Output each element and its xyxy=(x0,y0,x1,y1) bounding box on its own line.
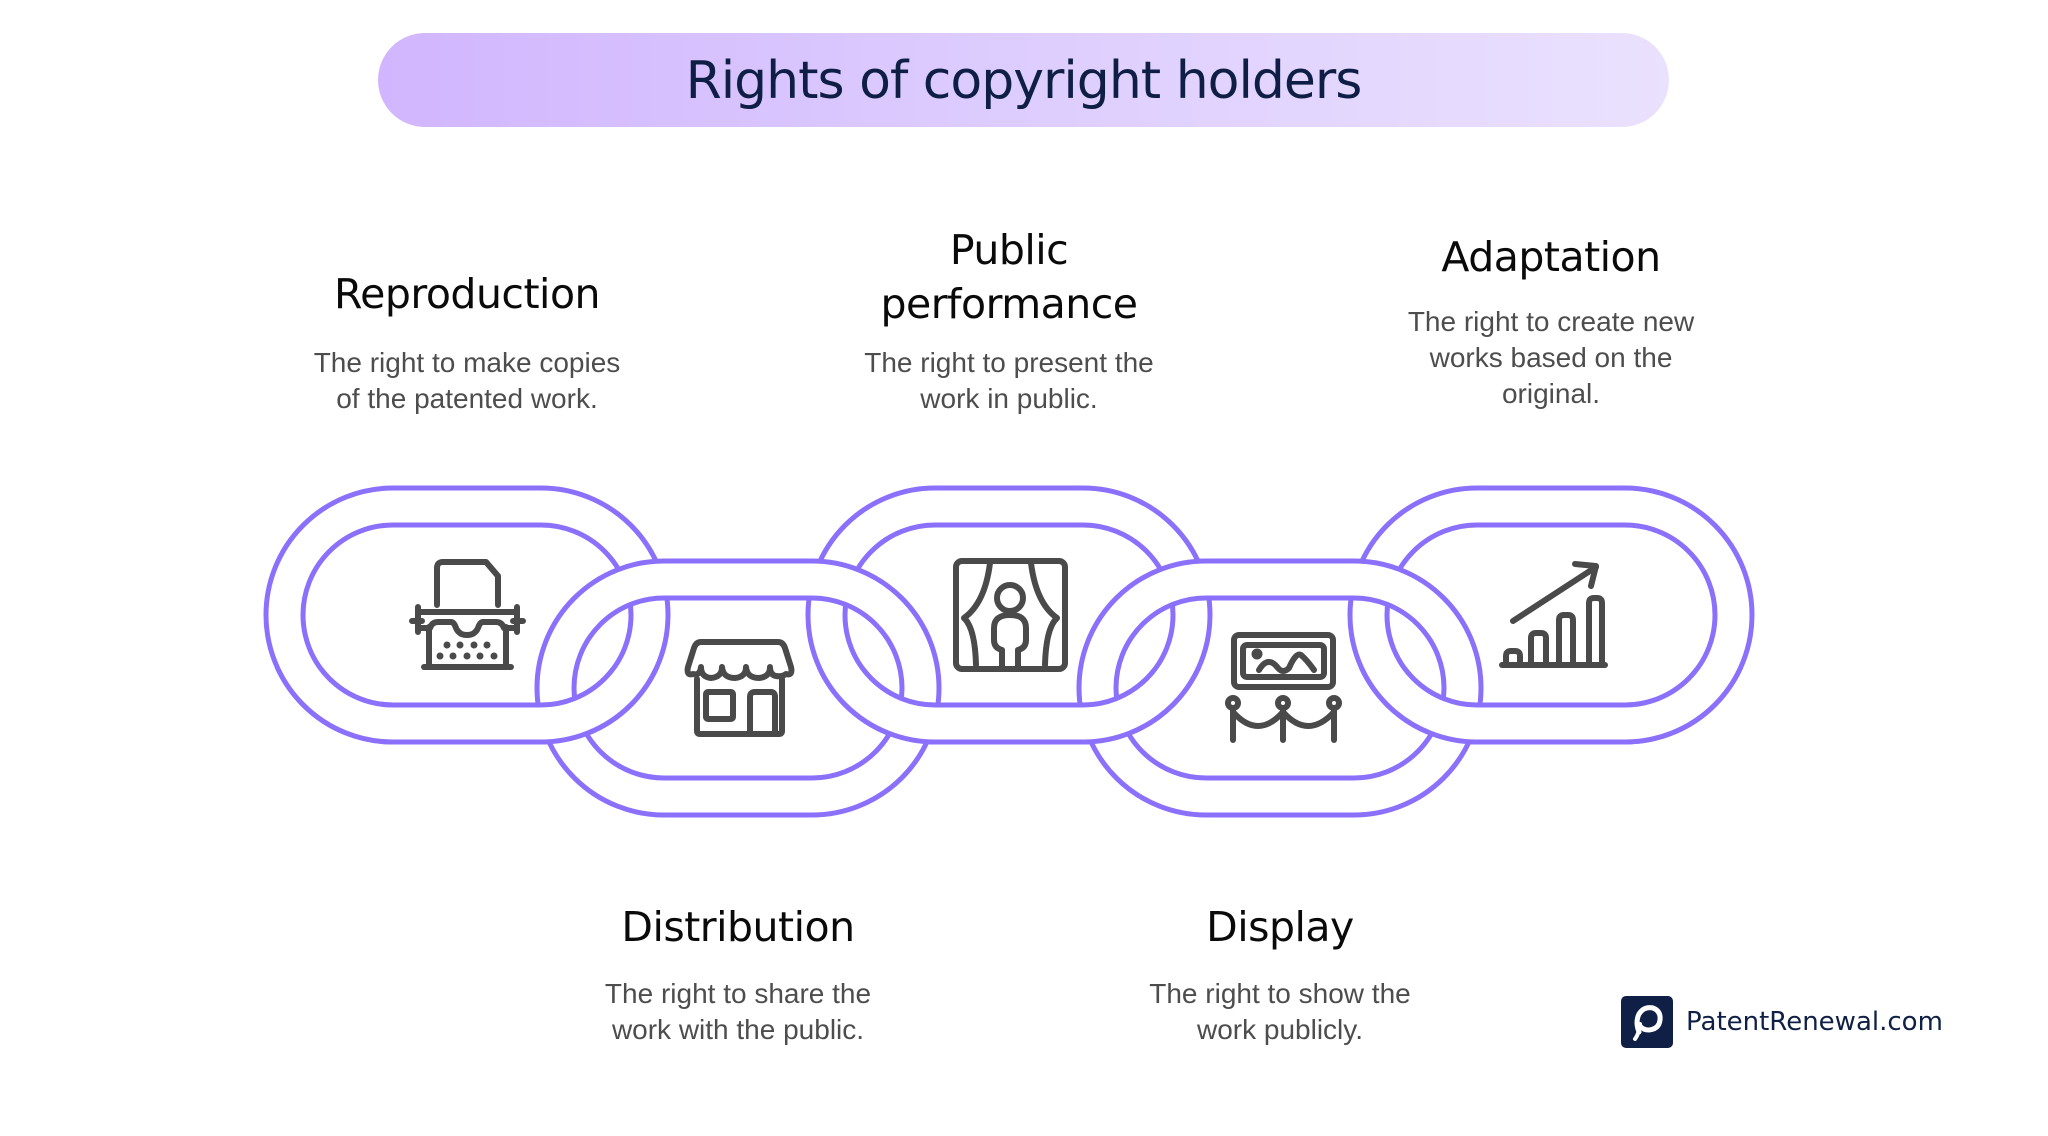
right-reproduction: Reproduction The right to make copies of… xyxy=(257,267,677,417)
right-description-line: The right to create new xyxy=(1407,306,1695,337)
patentrenewal-p-logo-icon xyxy=(1621,996,1673,1048)
right-heading-line: performance xyxy=(880,280,1138,328)
right-adaptation: Adaptation The right to create new works… xyxy=(1341,230,1761,412)
right-description-line: work in public. xyxy=(920,383,1098,414)
right-description-line: original. xyxy=(1501,378,1601,409)
framed-picture-exhibit-icon xyxy=(1225,632,1342,743)
stage-curtain-performer-icon xyxy=(953,558,1068,672)
right-display: Display The right to show the work publi… xyxy=(1070,900,1490,1048)
brand-name: PatentRenewal.com xyxy=(1686,1007,1943,1037)
right-heading: Distribution xyxy=(621,903,855,951)
page-title: Rights of copyright holders xyxy=(685,51,1363,111)
right-heading: Adaptation xyxy=(1441,233,1661,281)
right-description-line: The right to present the xyxy=(864,347,1154,378)
right-description-line: The right to make copies xyxy=(313,347,621,378)
right-distribution: Distribution The right to share the work… xyxy=(528,900,948,1048)
right-description-line: work publicly. xyxy=(1197,1014,1363,1045)
typewriter-icon xyxy=(409,559,526,670)
right-heading: Display xyxy=(1206,903,1354,951)
right-description-line: work with the public. xyxy=(611,1014,865,1045)
growth-chart-icon xyxy=(1499,561,1608,668)
right-description-line: The right to share the xyxy=(604,978,872,1009)
right-description-line: The right to show the xyxy=(1149,978,1411,1009)
right-description-line: of the patented work. xyxy=(336,383,598,414)
title-banner: Rights of copyright holders xyxy=(378,33,1669,127)
right-heading: Reproduction xyxy=(333,270,601,318)
right-description-line: works based on the xyxy=(1429,342,1673,373)
brand-logo: PatentRenewal.com xyxy=(1621,996,1943,1048)
storefront-icon xyxy=(684,639,795,737)
right-public-performance: Public performance The right to present … xyxy=(799,223,1219,417)
right-heading-line: Public xyxy=(949,226,1069,274)
